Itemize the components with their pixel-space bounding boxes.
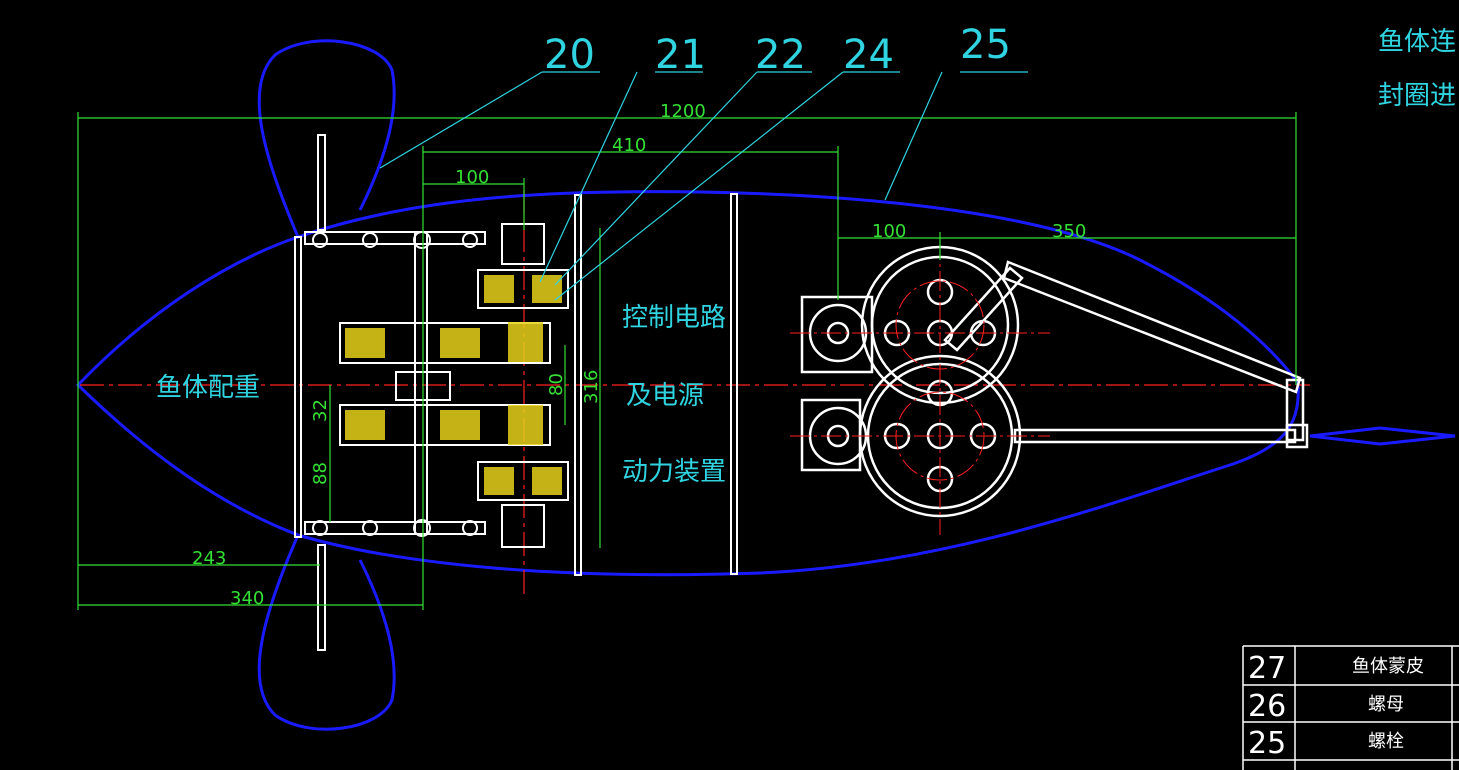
callout-25: 25: [960, 22, 1011, 68]
part-row-name: 螺母: [1368, 694, 1404, 715]
part-row-name: 鱼体蒙皮: [1352, 656, 1424, 677]
callout-20: 20: [544, 32, 595, 78]
lower-fin: [257, 534, 396, 731]
parts-table: [1242, 645, 1459, 770]
crank-centerlines: [790, 240, 1050, 535]
dim-32: 32: [310, 399, 331, 422]
dim-80: 80: [546, 373, 567, 396]
label-control-1: 控制电路: [622, 303, 726, 333]
dim-316: 316: [581, 370, 602, 404]
dim-100-left: 100: [455, 167, 489, 188]
callout-leaders: [379, 71, 1028, 301]
dimension-lines: [77, 112, 1297, 610]
gear-hatching: [345, 275, 562, 495]
note-line-1: 鱼体连: [1378, 27, 1456, 57]
dim-410: 410: [612, 135, 646, 156]
part-row-num: 27: [1248, 651, 1286, 686]
crank-mechanism: [800, 245, 1309, 518]
part-row-num: 26: [1248, 689, 1286, 724]
label-control-2: 及电源: [626, 381, 704, 411]
label-control-3: 动力装置: [622, 457, 726, 487]
label-counterweight: 鱼体配重: [156, 373, 260, 403]
dim-350: 350: [1052, 221, 1086, 242]
dim-243: 243: [192, 548, 226, 569]
callout-24: 24: [843, 32, 894, 78]
dim-1200: 1200: [660, 101, 706, 122]
dim-340: 340: [230, 588, 264, 609]
upper-fin: [257, 39, 396, 238]
part-row-num: 25: [1248, 726, 1286, 761]
bulkheads: [294, 134, 738, 651]
callout-21: 21: [655, 32, 706, 78]
callout-22: 22: [755, 32, 806, 78]
part-row-name: 螺栓: [1368, 731, 1404, 752]
note-line-2: 封圈进: [1378, 81, 1456, 111]
dim-88: 88: [310, 462, 331, 485]
dim-100-right: 100: [872, 221, 906, 242]
tail-fin: [1309, 426, 1456, 446]
